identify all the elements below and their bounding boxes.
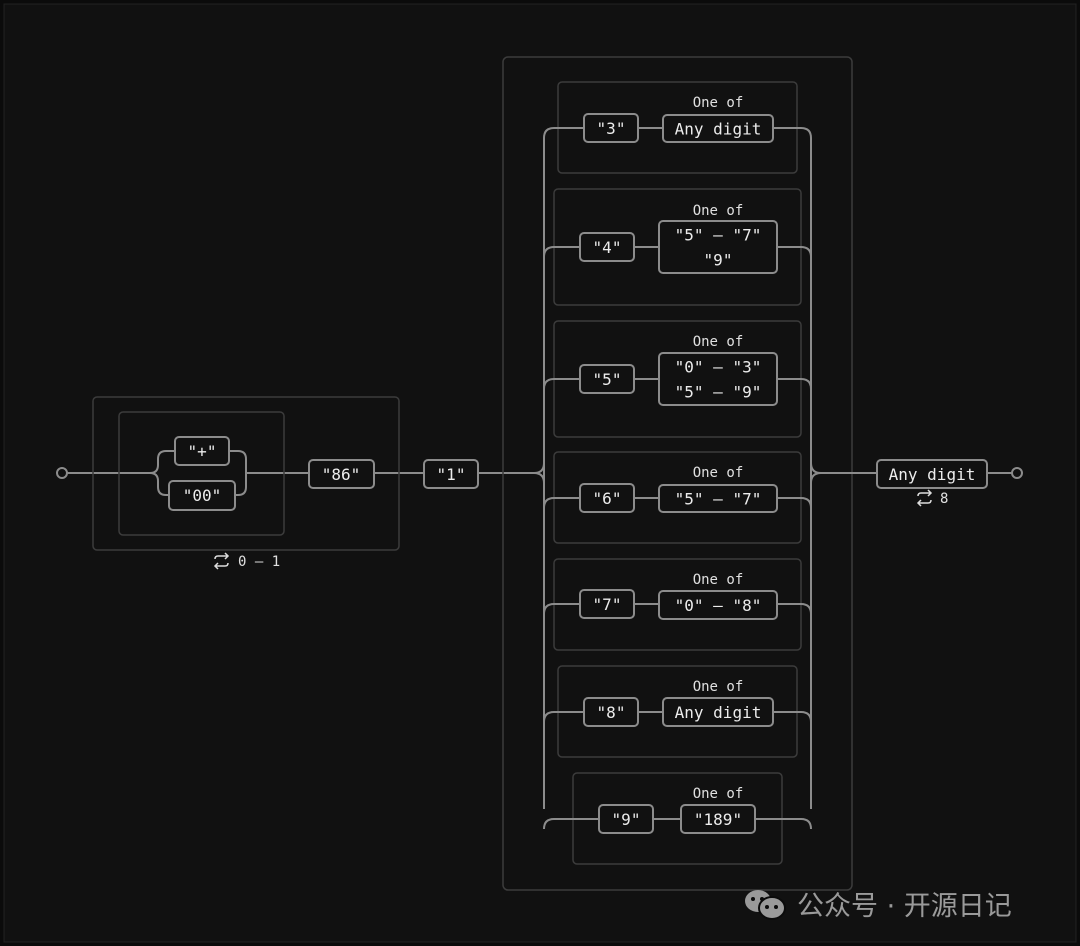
branch-rail bbox=[543, 497, 812, 509]
one-of-label: One of bbox=[693, 465, 744, 481]
literal-1-text: "1" bbox=[437, 465, 466, 484]
char-set-item: Any digit bbox=[675, 703, 762, 722]
literal-node bbox=[579, 589, 635, 619]
rail-line-left bbox=[67, 450, 534, 496]
branch-rail bbox=[543, 378, 812, 390]
char-set-item: "0" – "8" bbox=[675, 596, 762, 615]
char-set-item: "189" bbox=[694, 810, 742, 829]
char-set-item: "0" – "3" bbox=[675, 358, 762, 377]
literal-node bbox=[583, 697, 639, 727]
branch-2: "5" One of "0" – "3" "5" – "9" bbox=[543, 320, 812, 438]
char-set-node bbox=[658, 590, 778, 620]
char-set-node bbox=[680, 804, 756, 834]
repeat-icon bbox=[916, 489, 933, 507]
repeat-icon bbox=[213, 552, 230, 570]
char-set-node bbox=[662, 114, 774, 143]
final-any-digit-text: Any digit bbox=[889, 465, 976, 484]
literal-text: "3" bbox=[597, 119, 626, 138]
literal-1-node bbox=[423, 459, 479, 489]
branch-rail bbox=[543, 246, 812, 258]
literal-plus-node bbox=[174, 436, 230, 466]
watermark: 公众号 · 开源日记 bbox=[743, 884, 1012, 923]
literal-node bbox=[579, 483, 635, 513]
wechat-icon bbox=[745, 889, 786, 920]
start-terminal bbox=[56, 467, 68, 479]
branch-1: "4" One of "5" – "7" "9" bbox=[543, 188, 812, 306]
literal-text: "5" bbox=[593, 370, 622, 389]
char-set-item: Any digit bbox=[675, 120, 762, 139]
literal-00-node bbox=[168, 480, 236, 511]
one-of-label: One of bbox=[693, 679, 744, 695]
char-set-node bbox=[658, 220, 778, 274]
literal-node bbox=[579, 364, 635, 394]
literal-text: "8" bbox=[597, 703, 626, 722]
literal-00-text: "00" bbox=[183, 486, 222, 505]
one-of-label: One of bbox=[693, 95, 744, 111]
literal-86-text: "86" bbox=[322, 465, 361, 484]
branch-3: "6" One of "5" – "7" bbox=[543, 451, 812, 544]
one-of-label: One of bbox=[693, 334, 744, 350]
optional-group-box bbox=[92, 396, 400, 551]
char-set-item: "5" – "7" bbox=[675, 490, 762, 509]
literal-text: "6" bbox=[593, 489, 622, 508]
literal-text: "4" bbox=[593, 238, 622, 257]
final-repeat-label: 8 bbox=[940, 491, 948, 507]
literal-text: "9" bbox=[612, 810, 641, 829]
branch-rails bbox=[533, 138, 877, 809]
one-of-label: One of bbox=[693, 786, 744, 802]
char-set-item: "5" – "9" bbox=[675, 383, 762, 402]
literal-node bbox=[583, 113, 639, 143]
branch-rail bbox=[543, 127, 812, 139]
alternation-group-box bbox=[118, 411, 285, 536]
branch-4: "7" One of "0" – "8" bbox=[543, 558, 812, 651]
end-terminal bbox=[1011, 467, 1023, 479]
literal-86-node bbox=[308, 459, 375, 489]
char-set-item: "5" – "7" bbox=[675, 226, 762, 245]
branch-rail bbox=[543, 711, 812, 723]
branch-rail bbox=[543, 818, 812, 830]
literal-plus-text: "+" bbox=[188, 442, 217, 461]
optional-repeat-label: 0 – 1 bbox=[238, 554, 280, 570]
one-of-label: One of bbox=[693, 203, 744, 219]
literal-node bbox=[579, 232, 635, 262]
watermark-text: 公众号 · 开源日记 bbox=[797, 891, 1012, 922]
branch-0: "3" One of Any digit bbox=[543, 81, 812, 174]
char-set-node bbox=[658, 352, 778, 406]
final-any-digit-node bbox=[876, 459, 988, 489]
literal-node bbox=[598, 804, 654, 834]
branch-rail bbox=[543, 603, 812, 615]
one-of-label: One of bbox=[693, 572, 744, 588]
char-set-item: "9" bbox=[704, 251, 733, 270]
branch-5: "8" One of Any digit bbox=[543, 665, 812, 758]
literal-text: "7" bbox=[593, 595, 622, 614]
branch-6: "9" One of "189" bbox=[543, 772, 812, 865]
char-set-node bbox=[662, 697, 774, 727]
char-set-node bbox=[658, 484, 778, 513]
